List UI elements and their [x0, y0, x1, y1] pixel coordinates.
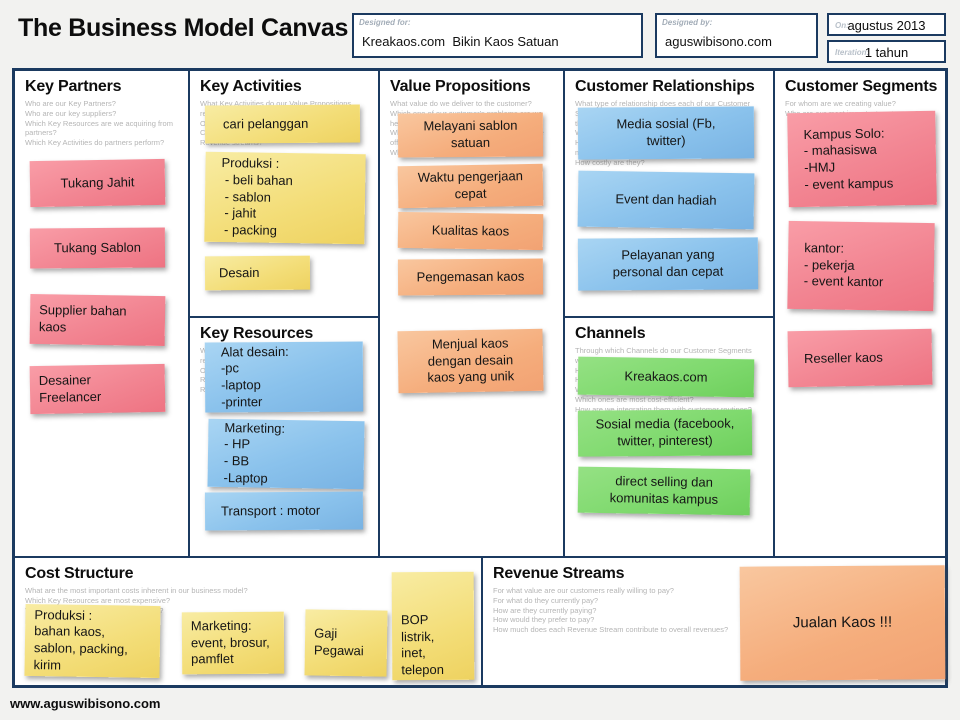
sticky-note-tukang-jahit: Tukang Jahit	[29, 158, 166, 208]
designed-for-box: Designed for: Kreakaos.com Bikin Kaos Sa…	[352, 13, 643, 58]
iteration-value: 1 tahun	[864, 45, 909, 60]
sticky-note-waktu-pengerjaan-cepat: Waktu pengerjaan cepat	[397, 163, 544, 209]
sticky-note-marketing-resources: Marketing: - HP - BB -Laptop	[207, 418, 365, 490]
sticky-note-gaji-pegawai: Gaji Pegawai	[304, 609, 388, 677]
sticky-note-kreakaos-com: Kreakaos.com	[577, 356, 755, 398]
section-customer-segments: Customer Segments For whom are we creati…	[775, 71, 945, 558]
date-box: On: agustus 2013	[827, 13, 946, 36]
section-key-partners: Key Partners Who are our Key Partners? W…	[15, 71, 190, 558]
section-title-cost-structure: Cost Structure	[25, 565, 134, 582]
sticky-note-sosial-media: Sosial media (facebook, twitter, pintere…	[577, 409, 753, 457]
sticky-note-marketing-cost: Marketing: event, brosur, pamflet	[181, 611, 285, 675]
section-key-activities: Key Activities What Key Activities do ou…	[190, 71, 380, 318]
sticky-note-desainer-freelancer: Desainer Freelancer	[29, 363, 166, 415]
section-hint-revenue-streams: For what value are our customers really …	[493, 586, 729, 634]
section-title-key-activities: Key Activities	[200, 78, 302, 95]
iteration-label: Iteration:	[835, 48, 870, 57]
section-title-customer-segments: Customer Segments	[785, 78, 938, 95]
sticky-note-alat-desain: Alat desain: -pc -laptop -printer	[204, 341, 364, 413]
designed-by-value: aguswibisono.com	[665, 34, 772, 49]
sticky-note-transport-motor: Transport : motor	[204, 491, 364, 531]
canvas-grid: Key Partners Who are our Key Partners? W…	[12, 68, 948, 688]
section-key-resources: Key Resources What Key Resources do our …	[190, 318, 380, 558]
sticky-note-pengemasan-kaos: Pengemasan kaos	[397, 258, 544, 296]
sticky-note-supplier-bahan-kaos: Supplier bahan kaos	[29, 293, 166, 347]
sticky-note-direct-selling: direct selling dan komunitas kampus	[577, 466, 751, 516]
designed-for-label: Designed for:	[359, 18, 411, 27]
sticky-note-cari-pelanggan: cari pelanggan	[204, 104, 361, 144]
section-title-key-resources: Key Resources	[200, 325, 314, 342]
section-title-channels: Channels	[575, 325, 646, 342]
section-value-propositions: Value Propositions What value do we deli…	[380, 71, 565, 558]
section-channels: Channels Through which Channels do our C…	[565, 318, 775, 558]
designed-for-value: Kreakaos.com Bikin Kaos Satuan	[362, 34, 559, 49]
section-title-key-partners: Key Partners	[25, 78, 122, 95]
section-hint-key-partners: Who are our Key Partners? Who are our ke…	[25, 99, 173, 147]
sticky-note-produksi-cost: Produksi : bahan kaos, sablon, packing, …	[24, 603, 161, 679]
section-title-customer-relationships: Customer Relationships	[575, 78, 755, 95]
designed-by-box: Designed by: aguswibisono.com	[655, 13, 818, 58]
sticky-note-tukang-sablon: Tukang Sablon	[29, 227, 166, 269]
footer-url: www.aguswibisono.com	[10, 696, 161, 711]
sticky-note-pelayanan-personal: Pelayanan yang personal dan cepat	[577, 237, 759, 291]
sticky-note-kampus-solo: Kampus Solo: - mahasiswa -HMJ - event ka…	[787, 110, 937, 208]
section-title-revenue-streams: Revenue Streams	[493, 565, 625, 582]
sticky-note-desain: Desain	[204, 255, 311, 291]
sticky-note-event-dan-hadiah: Event dan hadiah	[577, 170, 755, 230]
sticky-note-produksi: Produksi : - beli bahan - sablon - jahit…	[204, 151, 366, 245]
sticky-note-melayani-sablon-satuan: Melayani sablon satuan	[397, 112, 544, 158]
sticky-note-kantor: kantor: - pekerja - event kantor	[787, 220, 935, 312]
sticky-note-reseller-kaos: Reseller kaos	[787, 328, 933, 388]
sticky-note-jualan-kaos: Jualan Kaos !!!	[739, 565, 946, 681]
section-customer-relationships: Customer Relationships What type of rela…	[565, 71, 775, 318]
section-cost-structure: Cost Structure What are the most importa…	[15, 558, 483, 685]
section-revenue-streams: Revenue Streams For what value are our c…	[483, 558, 946, 685]
page-title: The Business Model Canvas	[18, 14, 349, 42]
designed-by-label: Designed by:	[662, 18, 713, 27]
sticky-note-kualitas-kaos: Kualitas kaos	[397, 211, 544, 251]
sticky-note-bop: BOP listrik, inet, telepon	[391, 571, 475, 681]
sticky-note-media-sosial: Media sosial (Fb, twitter)	[577, 106, 755, 160]
iteration-box: Iteration: 1 tahun	[827, 40, 946, 63]
sticky-note-menjual-kaos-desain-unik: Menjual kaos dengan desain kaos yang uni…	[397, 328, 544, 394]
date-value: agustus 2013	[847, 18, 926, 33]
date-label: On:	[835, 21, 849, 30]
section-title-value-propositions: Value Propositions	[390, 78, 531, 95]
